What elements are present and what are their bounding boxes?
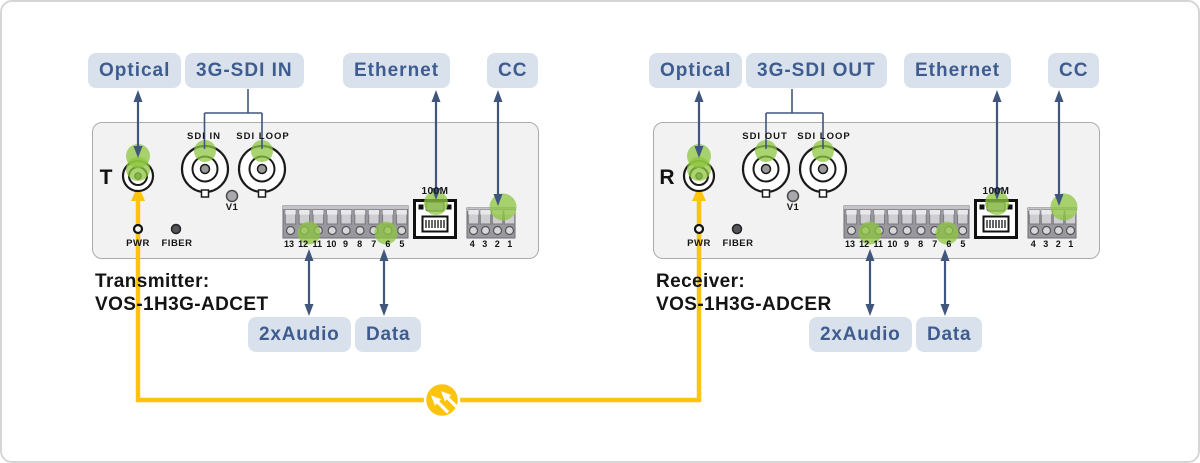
terminal-block-9pin bbox=[843, 205, 970, 239]
bnc-sdi-loop bbox=[798, 144, 848, 198]
pwr-led bbox=[132, 223, 144, 235]
fiber-led bbox=[170, 223, 182, 235]
arrow-audio bbox=[865, 249, 875, 316]
terminal-9pin-numbers: 13 12 11 10 9 8 7 6 5 bbox=[845, 239, 966, 249]
label-sdi: 3G-SDI IN bbox=[185, 53, 304, 88]
arrow-cc bbox=[493, 90, 503, 206]
terminal-block-4pin bbox=[1027, 207, 1077, 239]
pwr-label: PWR bbox=[126, 238, 150, 249]
arrow-ethernet bbox=[431, 90, 441, 200]
terminal-4pin-numbers: 4 3 2 1 bbox=[469, 239, 513, 249]
label-optical: Optical bbox=[88, 53, 182, 88]
sdi-loop-label: SDI LOOP bbox=[236, 131, 290, 142]
arrow-ethernet bbox=[992, 90, 1002, 200]
port-letter: R bbox=[659, 166, 675, 189]
port-marker-sdi-loop bbox=[812, 140, 834, 162]
arrow-optical bbox=[694, 90, 704, 158]
label-sdi: 3G-SDI OUT bbox=[746, 53, 887, 88]
bnc-sdi-loop bbox=[237, 144, 287, 198]
sdi-left-label: SDI IN bbox=[187, 131, 221, 142]
v1-label: V1 bbox=[225, 202, 239, 213]
label-data: Data bbox=[355, 317, 422, 352]
100m-label: 100M bbox=[421, 186, 449, 197]
100m-label: 100M bbox=[982, 186, 1010, 197]
rj45-port bbox=[974, 199, 1018, 239]
label-2xaudio: 2xAudio bbox=[809, 317, 912, 352]
arrow-cc bbox=[1054, 90, 1064, 206]
device-caption: Receiver: VOS-1H3G-ADCER bbox=[656, 271, 832, 315]
label-cc: CC bbox=[1048, 53, 1100, 88]
port-marker-cc bbox=[1050, 193, 1078, 221]
v1-button bbox=[786, 189, 800, 203]
receiver-device: Optical 3G-SDI OUT Ethernet CC R SDI OUT… bbox=[561, 0, 1200, 463]
device-caption: Transmitter: VOS-1H3G-ADCET bbox=[95, 271, 269, 315]
label-cc: CC bbox=[487, 53, 539, 88]
port-letter: T bbox=[99, 166, 113, 189]
fiber-led bbox=[731, 223, 743, 235]
fiber-label: FIBER bbox=[161, 238, 193, 249]
port-marker-sdi-loop bbox=[251, 140, 273, 162]
rj45-port bbox=[413, 199, 457, 239]
label-ethernet: Ethernet bbox=[343, 53, 451, 88]
pwr-label: PWR bbox=[687, 238, 711, 249]
port-marker-optical bbox=[126, 157, 150, 181]
arrow-optical bbox=[133, 90, 143, 158]
transmitter-device: Optical 3G-SDI IN Ethernet CC T SDI IN S… bbox=[88, 53, 539, 352]
label-ethernet: Ethernet bbox=[904, 53, 1012, 88]
optical-connector bbox=[121, 159, 155, 193]
label-data: Data bbox=[916, 317, 983, 352]
arrow-data bbox=[940, 249, 950, 316]
port-marker-optical-top bbox=[126, 144, 150, 168]
v1-label: V1 bbox=[786, 202, 800, 213]
arrow-audio bbox=[304, 249, 314, 316]
terminal-4pin-numbers: 4 3 2 1 bbox=[1030, 239, 1074, 249]
sdi-loop-label: SDI LOOP bbox=[797, 131, 851, 142]
optical-connector bbox=[682, 159, 716, 193]
port-marker-sdi-left bbox=[755, 140, 777, 162]
terminal-9pin-numbers: 13 12 11 10 9 8 7 6 5 bbox=[284, 239, 405, 249]
arrow-data bbox=[379, 249, 389, 316]
pwr-led bbox=[693, 223, 705, 235]
sdi-left-label: SDI OUT bbox=[742, 131, 788, 142]
port-marker-optical bbox=[687, 157, 711, 181]
port-marker-cc bbox=[489, 193, 517, 221]
v1-button bbox=[225, 189, 239, 203]
bnc-sdi-left bbox=[741, 144, 791, 198]
port-marker-sdi-left bbox=[194, 140, 216, 162]
terminal-block-4pin bbox=[466, 207, 516, 239]
label-2xaudio: 2xAudio bbox=[248, 317, 351, 352]
terminal-block-9pin bbox=[282, 205, 409, 239]
bnc-sdi-left bbox=[180, 144, 230, 198]
label-optical: Optical bbox=[649, 53, 743, 88]
port-marker-optical-top bbox=[687, 144, 711, 168]
fiber-label: FIBER bbox=[722, 238, 754, 249]
